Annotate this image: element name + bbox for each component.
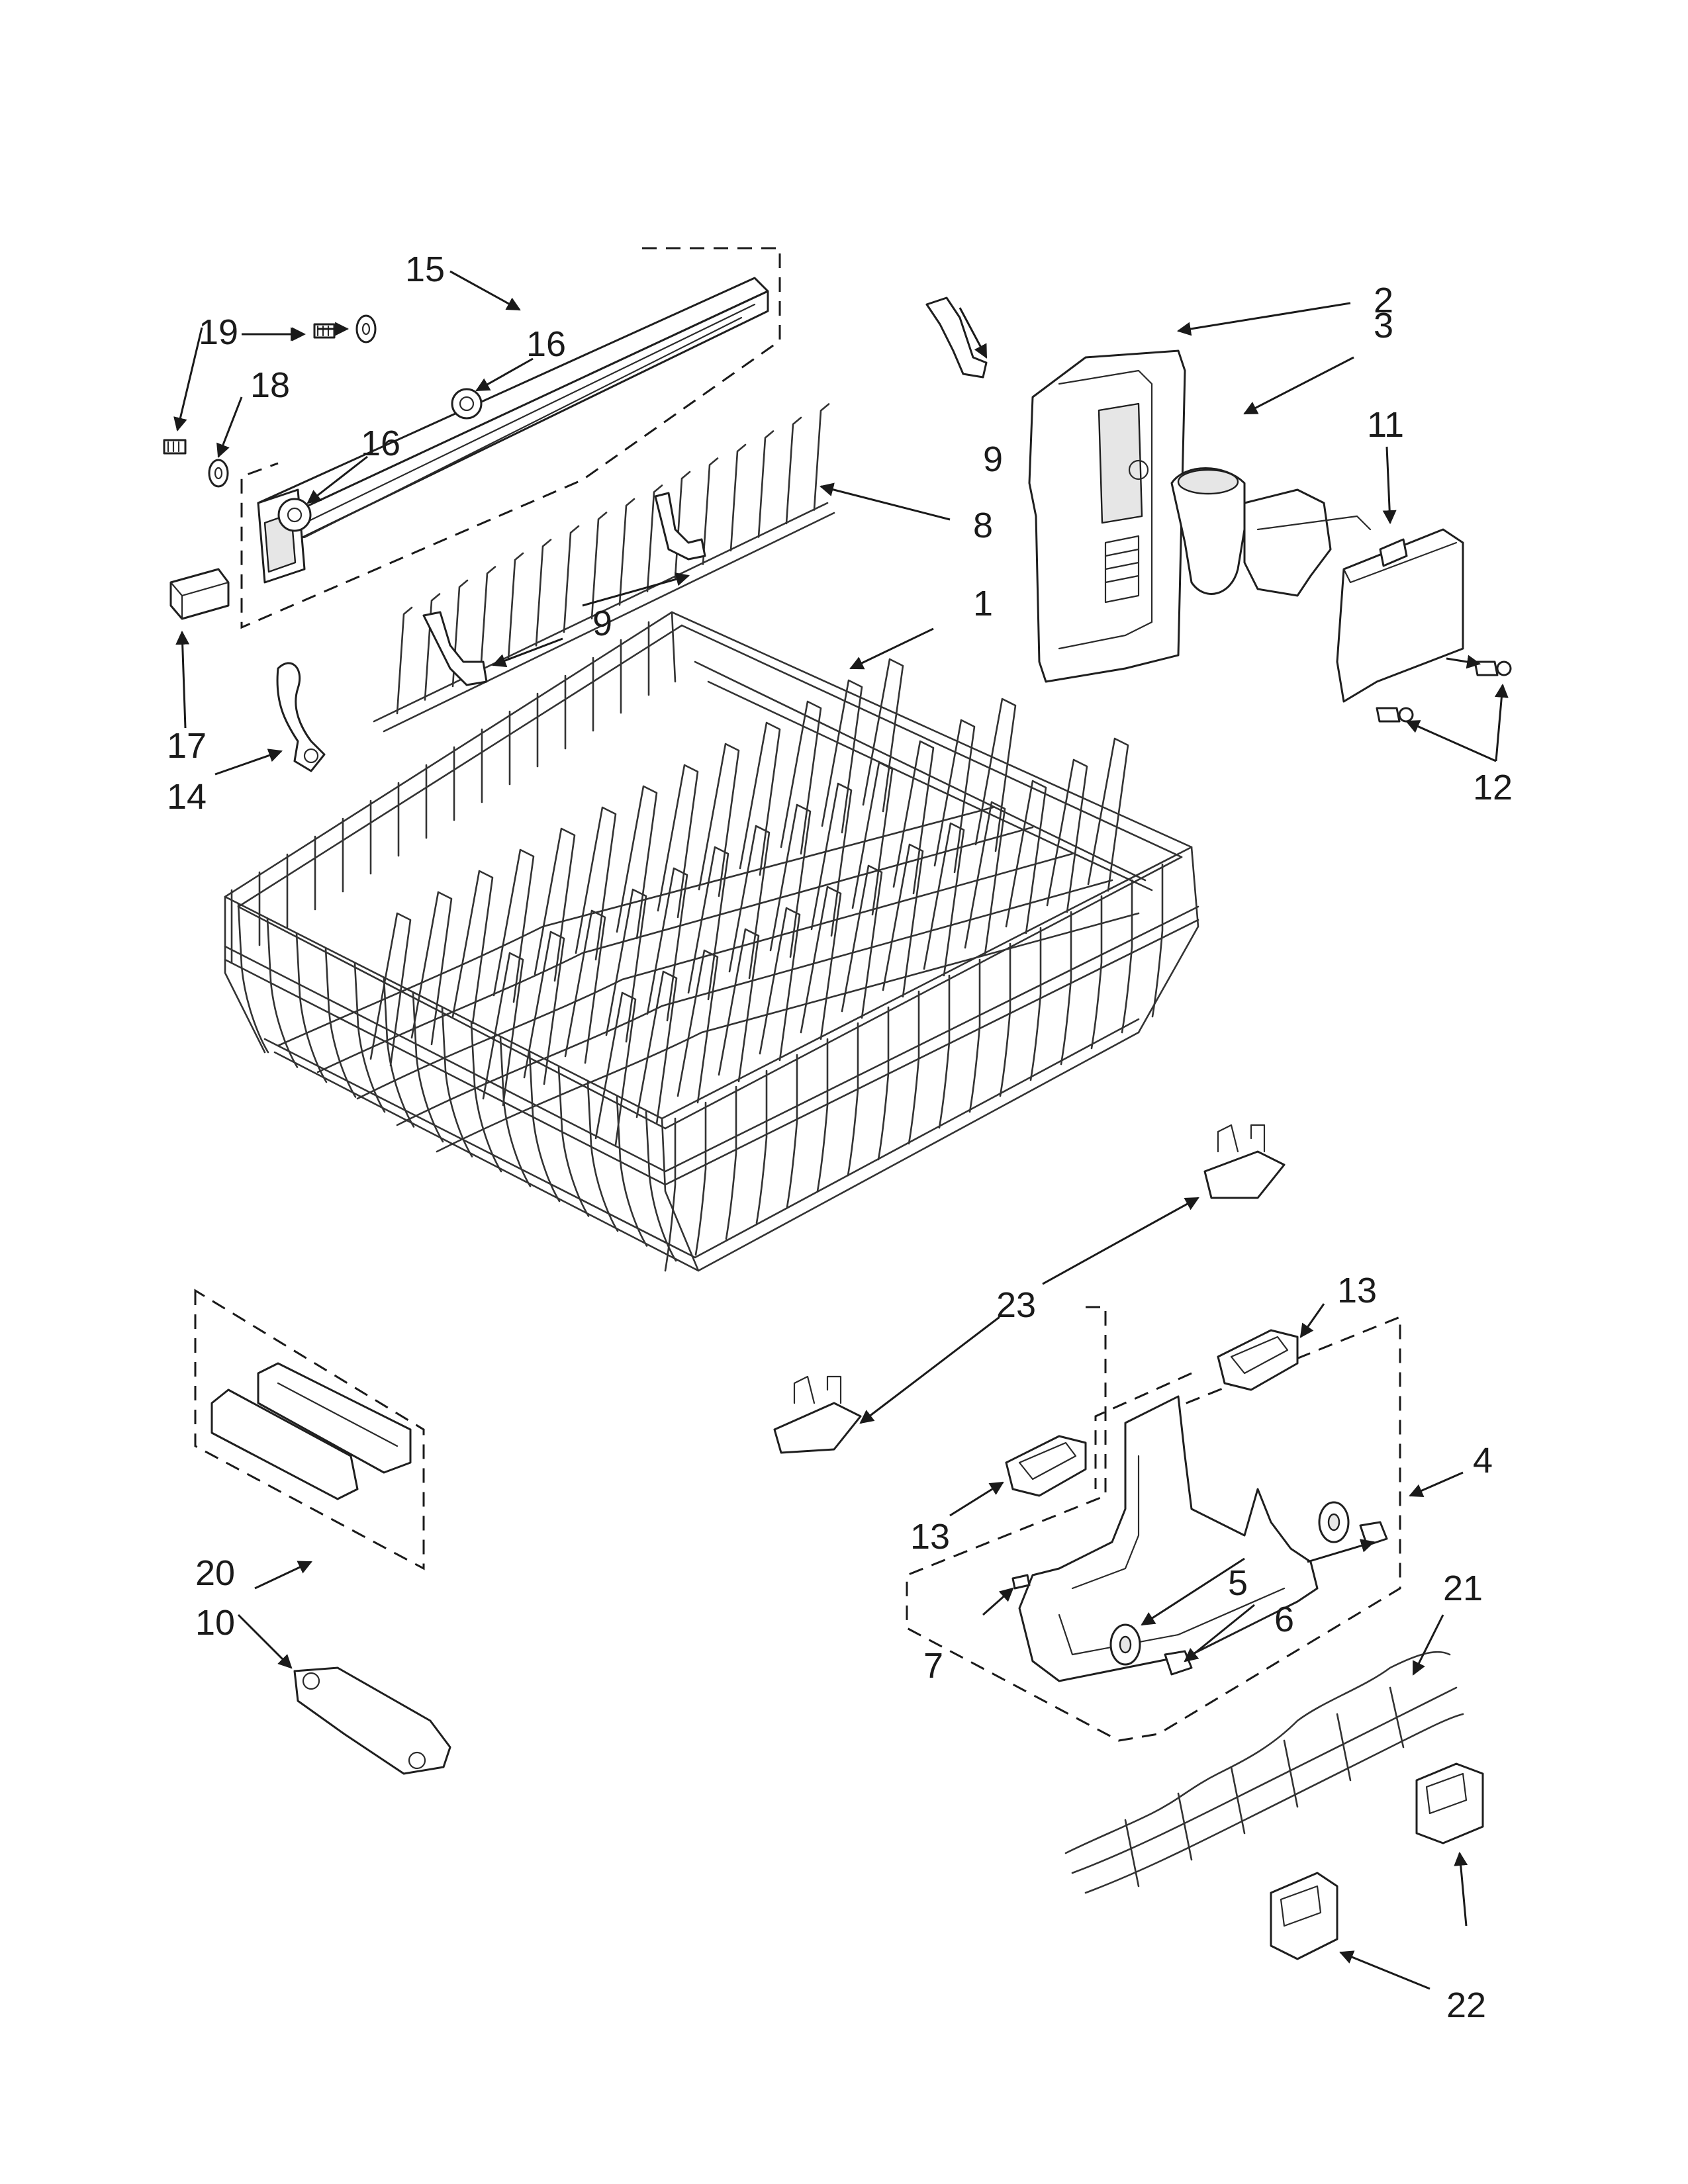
callout-16-lower: 16 xyxy=(361,424,400,463)
clips-22 xyxy=(1270,1762,1484,1960)
callout-8: 8 xyxy=(973,506,993,545)
adjuster-arm-3 xyxy=(1170,467,1372,597)
tine-row-21 xyxy=(1064,1651,1464,1894)
screws-12 xyxy=(1376,660,1512,723)
rack-stops-23 xyxy=(773,1124,1286,1454)
callout-4: 4 xyxy=(1473,1441,1493,1480)
callout-2: 2 xyxy=(1374,281,1393,320)
callout-1: 1 xyxy=(973,584,993,623)
tine-clip-14 xyxy=(276,662,326,772)
callout-11: 11 xyxy=(1367,405,1404,445)
rail-assembly-group xyxy=(240,247,781,629)
upper-rack-1 xyxy=(224,611,1199,1272)
callout-19: 19 xyxy=(199,312,238,352)
callout-12: 12 xyxy=(1473,768,1513,807)
leader-lines xyxy=(173,270,1509,1990)
clips-13 xyxy=(1005,1329,1299,1497)
callout-14: 14 xyxy=(167,777,207,817)
callout-20: 20 xyxy=(195,1553,235,1593)
cover-11 xyxy=(1336,528,1464,703)
screw-washer-group xyxy=(163,314,377,488)
callout-labels: 15 19 16 18 16 9 8 9 1 2 3 11 12 17 14 2… xyxy=(167,250,1513,2025)
callout-17: 17 xyxy=(167,726,207,766)
bracket-group-4 xyxy=(906,1306,1401,1742)
adjuster-housing-2 xyxy=(1028,349,1186,683)
callout-13-upper: 13 xyxy=(1337,1271,1377,1310)
callout-16-upper: 16 xyxy=(526,324,566,364)
rail-end-cap xyxy=(169,568,230,620)
tine-row-8 xyxy=(373,403,835,733)
tine-clips-9 xyxy=(422,296,988,686)
callout-5: 5 xyxy=(1228,1563,1248,1603)
callout-15: 15 xyxy=(405,250,445,289)
callout-9-lower: 9 xyxy=(592,604,612,643)
callout-23: 23 xyxy=(996,1285,1036,1325)
handle-group-20 xyxy=(194,1289,425,1570)
callout-13-lower: 13 xyxy=(910,1517,950,1557)
callout-21: 21 xyxy=(1443,1569,1483,1608)
callout-9-upper: 9 xyxy=(983,439,1003,479)
callout-3: 3 xyxy=(1374,306,1393,345)
callout-6: 6 xyxy=(1274,1600,1294,1639)
callout-10: 10 xyxy=(195,1603,235,1643)
callout-22: 22 xyxy=(1446,1985,1486,2025)
latch-10 xyxy=(293,1666,451,1775)
callout-7: 7 xyxy=(923,1646,943,1686)
callout-18: 18 xyxy=(250,365,290,405)
